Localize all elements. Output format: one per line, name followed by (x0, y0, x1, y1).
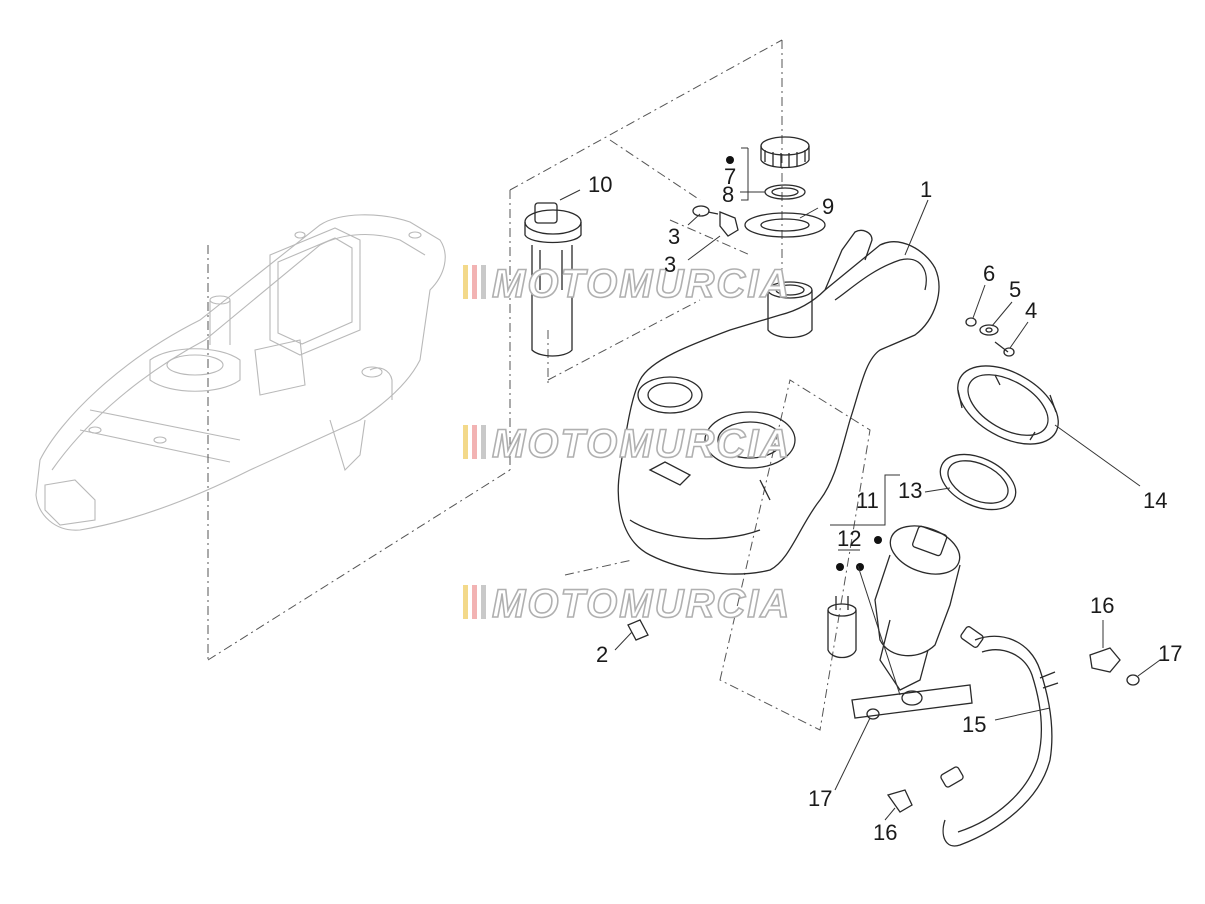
callout-5: 5 (1009, 277, 1021, 302)
screw-and-bracket (692, 205, 739, 237)
callout-12: 12 (837, 526, 861, 551)
callout-17-right: 17 (1158, 641, 1182, 666)
leader-lines (559, 147, 1161, 821)
callout-8: 8 (722, 182, 734, 207)
callout-4: 4 (1025, 298, 1037, 323)
watermark-bottom: MOTOMURCIA (463, 581, 791, 627)
callout-labels: 1 2 3 3 4 5 6 7 8 9 10 11 12 13 14 15 16… (588, 164, 1182, 845)
fuel-level-sender (524, 202, 582, 357)
watermark-middle: MOTOMURCIA (463, 421, 791, 467)
construction-lines (207, 39, 871, 731)
callout-9: 9 (822, 194, 834, 219)
locking-ring (957, 365, 1059, 445)
callout-2: 2 (596, 642, 608, 667)
callout-14: 14 (1143, 488, 1167, 513)
fuel-cap-assembly (726, 136, 826, 238)
watermark-text-bottom: MOTOMURCIA (492, 582, 791, 626)
fuel-pump-assembly (874, 525, 961, 691)
watermark-text-top: MOTOMURCIA (492, 262, 791, 306)
callout-10: 10 (588, 172, 612, 197)
callout-7: 7 (724, 164, 736, 189)
callout-15: 15 (962, 712, 986, 737)
fuel-pump-and-filter (827, 563, 973, 719)
callout-3-second: 3 (664, 252, 676, 277)
watermark-top: MOTOMURCIA (463, 261, 791, 307)
callout-6: 6 (983, 261, 995, 286)
callout-3: 3 (668, 224, 680, 249)
callout-16-right: 16 (1090, 593, 1114, 618)
callout-11: 11 (856, 488, 879, 513)
callout-16-bottom: 16 (873, 820, 897, 845)
callout-17-bottom: 17 (808, 786, 832, 811)
watermark-text-middle: MOTOMURCIA (492, 422, 791, 466)
pump-gasket (939, 453, 1017, 511)
fuel-tank (617, 229, 940, 575)
tank-clip (627, 619, 649, 641)
ghost-seat-compartment (35, 214, 446, 531)
fuel-hose (940, 626, 1059, 847)
hose-clamps-and-screws (866, 647, 1140, 813)
callout-13: 13 (898, 478, 922, 503)
callout-1: 1 (920, 177, 932, 202)
bolt-washer-nut (965, 317, 1015, 357)
